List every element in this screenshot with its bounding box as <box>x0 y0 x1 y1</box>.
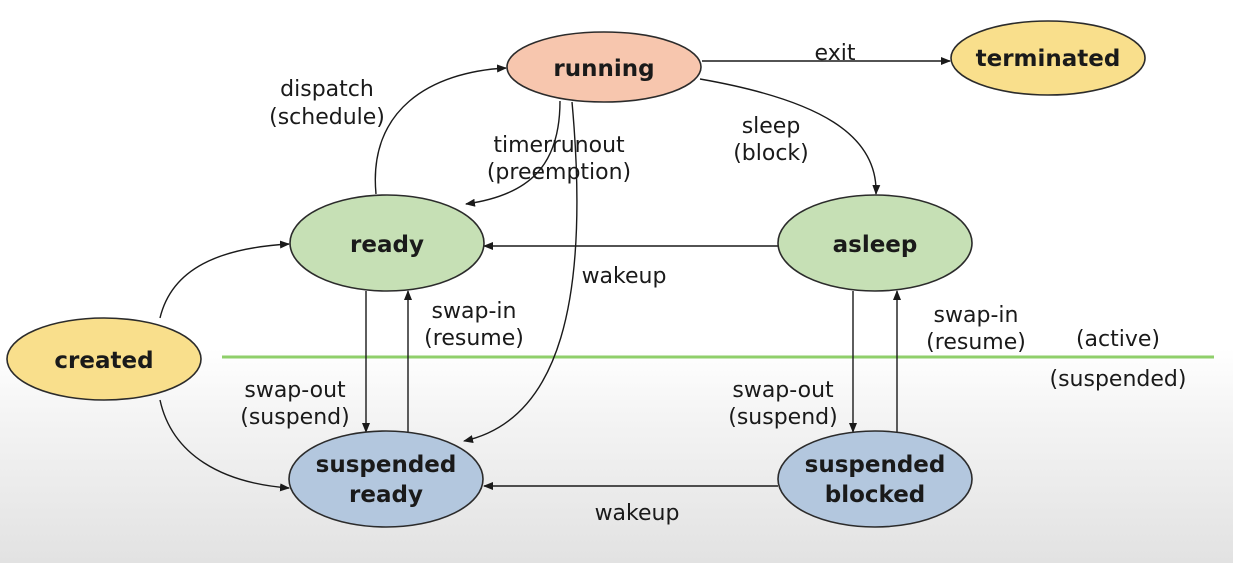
label-exit: exit <box>815 41 856 66</box>
node-created-label: created <box>54 348 153 374</box>
label-swap-in-left: swap-in <box>432 299 517 324</box>
node-terminated-label: terminated <box>976 46 1121 72</box>
label-timerrunout-sub: (preemption) <box>487 160 631 185</box>
node-ready: ready <box>289 194 485 292</box>
node-suspended-ready-label-line1: suspended <box>316 452 457 478</box>
region-labels: (active) (suspended) <box>1050 327 1187 392</box>
edge-dispatch <box>374 64 507 195</box>
label-swap-out-right: swap-out <box>732 378 834 403</box>
label-swap-in-right: swap-in <box>934 303 1019 328</box>
label-wakeup-suspended: wakeup <box>595 501 680 526</box>
region-label-suspended: (suspended) <box>1050 367 1187 392</box>
edge-created-to-suspended-ready <box>159 399 290 492</box>
node-created: created <box>6 317 202 401</box>
edge-running-to-suspended-ready <box>463 101 578 443</box>
edge-labels: exit dispatch (schedule) timerrunout (pr… <box>240 41 1026 526</box>
node-suspended-ready: suspended ready <box>288 430 484 528</box>
label-swap-in-left-sub: (resume) <box>424 326 524 351</box>
edge-created-to-ready <box>159 240 290 319</box>
label-dispatch-sub: (schedule) <box>269 105 385 130</box>
node-running-label: running <box>553 56 654 82</box>
label-sleep: sleep <box>742 114 801 139</box>
region-label-active: (active) <box>1076 327 1160 352</box>
edge-sleep <box>699 78 881 195</box>
node-asleep-label: asleep <box>833 232 918 258</box>
label-dispatch: dispatch <box>280 77 374 102</box>
label-swap-out-right-sub: (suspend) <box>728 405 837 430</box>
node-suspended-ready-label-line2: ready <box>349 482 423 508</box>
label-swap-out-left: swap-out <box>244 378 346 403</box>
node-suspended-blocked: suspended blocked <box>777 430 973 528</box>
label-swap-in-right-sub: (resume) <box>926 330 1026 355</box>
label-swap-out-left-sub: (suspend) <box>240 405 349 430</box>
node-asleep: asleep <box>777 194 973 292</box>
label-sleep-sub: (block) <box>733 141 809 166</box>
label-wakeup-active: wakeup <box>582 264 667 289</box>
node-suspended-blocked-label-line1: suspended <box>805 452 946 478</box>
node-suspended-blocked-label-line2: blocked <box>825 482 926 508</box>
label-timerrunout: timerrunout <box>493 133 625 158</box>
node-ready-label: ready <box>350 232 424 258</box>
edge-timerrunout <box>465 100 561 207</box>
edges <box>159 57 951 492</box>
node-terminated: terminated <box>950 20 1146 96</box>
node-running: running <box>506 31 702 103</box>
